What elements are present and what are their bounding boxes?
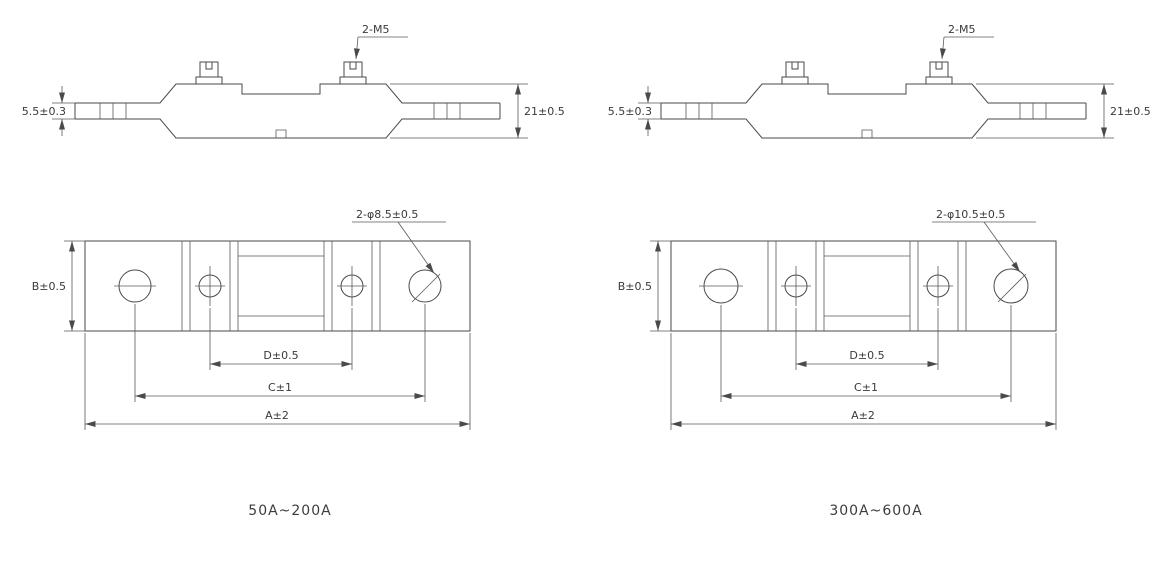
length-extension-lines (84, 333, 471, 430)
left-screw-hole-centerlines (195, 266, 225, 306)
right-screw (339, 61, 367, 84)
screw-spacing-label: D±0.5 (263, 349, 298, 362)
clamp-band-lines (181, 241, 381, 331)
thickness-dimension: 5.5±0.3 (22, 86, 75, 136)
screw-leader-line (939, 36, 946, 60)
length-dimension: A±2 (670, 333, 1057, 430)
profile-outline (74, 83, 501, 139)
width-extension-lines (650, 240, 671, 332)
shunt-side-view: 2-M5 5.5±0.3 21±0.5 (22, 23, 565, 139)
right-hole-slash (411, 273, 441, 303)
screw-leader: 2-M5 (353, 23, 408, 60)
width-extension-lines (64, 240, 85, 332)
shunt-technical-drawing: 2-M5 5.5±0.3 21±0.5 (22, 23, 565, 430)
right-screw (925, 61, 953, 84)
blade-tick-marks (685, 103, 1047, 119)
screw-holes (781, 266, 953, 306)
hole-spacing-dimension: C±1 (134, 304, 426, 402)
hole-spacing-extension-lines (720, 305, 1012, 402)
mounting-holes (699, 268, 1029, 304)
hole-leader-line (983, 221, 1021, 273)
width-label: B±0.5 (32, 280, 66, 293)
shunt-plan-view: 2-φ10.5±0.5 B±0.5 D±0.5 C (618, 208, 1057, 430)
hole-leader: 2-φ8.5±0.5 (352, 208, 446, 274)
clamp-band-lines (767, 241, 967, 331)
panel-caption: 300A~600A (829, 503, 923, 519)
shunt-panel-50a-200a: 2-M5 5.5±0.3 21±0.5 (10, 6, 570, 519)
right-hole-slash (997, 273, 1027, 303)
length-dimension: A±2 (84, 333, 471, 430)
width-label: B±0.5 (618, 280, 652, 293)
drawing-sheet: 2-M5 5.5±0.3 21±0.5 (10, 6, 1156, 519)
screw-leader: 2-M5 (939, 23, 994, 60)
body-height-label: 21±0.5 (524, 105, 565, 118)
bottom-notch (275, 129, 287, 138)
blade-thickness-label: 5.5±0.3 (608, 105, 652, 118)
length-extension-lines (670, 333, 1057, 430)
blade-thickness-label: 5.5±0.3 (22, 105, 66, 118)
left-screw (195, 61, 223, 84)
plan-rectangle (84, 240, 471, 332)
screw-spacing-extension-lines (795, 308, 939, 370)
width-dimension: B±0.5 (618, 240, 671, 332)
hole-spacing-extension-lines (134, 304, 426, 402)
shunt-technical-drawing: 2-M5 5.5±0.3 21±0.5 (608, 23, 1151, 430)
shunt-panel-300a-600a: 2-M5 5.5±0.3 21±0.5 (596, 6, 1156, 519)
screw-spacing-extension-lines (209, 308, 353, 370)
hole-spacing-label: C±1 (854, 381, 878, 394)
blade-tick-marks (99, 103, 461, 119)
hole-spacing-label: C±1 (268, 381, 292, 394)
strip-lines (238, 255, 324, 317)
mounting-holes (114, 269, 442, 303)
side-profile (660, 83, 1087, 139)
right-mounting-hole (993, 268, 1029, 304)
screw-leader-line (353, 36, 360, 60)
plan-outline (84, 240, 471, 332)
height-extension-lines (976, 83, 1114, 139)
screw-spacing-dimension: D±0.5 (795, 308, 939, 370)
height-dimension: 21±0.5 (976, 83, 1151, 139)
screw-holes (195, 266, 367, 306)
width-dimension: B±0.5 (32, 240, 85, 332)
length-label: A±2 (265, 409, 289, 422)
terminal-screws (195, 61, 367, 84)
strip-lines (824, 255, 910, 317)
length-label: A±2 (851, 409, 875, 422)
left-screw (781, 61, 809, 84)
hole-leader-line (397, 221, 435, 274)
screw-count-label: 2-M5 (362, 23, 389, 36)
right-mounting-hole (408, 269, 442, 303)
height-dimension: 21±0.5 (390, 83, 565, 139)
plan-rectangle (670, 240, 1057, 332)
plan-outline (670, 240, 1057, 332)
screw-spacing-label: D±0.5 (849, 349, 884, 362)
shunt-side-view: 2-M5 5.5±0.3 21±0.5 (608, 23, 1151, 139)
hole-spacing-dimension: C±1 (720, 305, 1012, 402)
profile-outline (660, 83, 1087, 139)
screw-count-label: 2-M5 (948, 23, 975, 36)
height-extension-lines (390, 83, 528, 139)
body-height-label: 21±0.5 (1110, 105, 1151, 118)
left-screw-hole-centerlines (781, 266, 811, 306)
screw-spacing-dimension: D±0.5 (209, 308, 353, 370)
hole-leader: 2-φ10.5±0.5 (932, 208, 1036, 273)
panel-caption: 50A~200A (248, 503, 332, 519)
hole-size-label: 2-φ10.5±0.5 (936, 208, 1005, 221)
right-screw-hole-centerlines (337, 266, 367, 306)
terminal-screws (781, 61, 953, 84)
hole-size-label: 2-φ8.5±0.5 (356, 208, 418, 221)
bottom-notch (861, 129, 873, 138)
right-screw-hole-centerlines (923, 266, 953, 306)
side-profile (74, 83, 501, 139)
thickness-dimension: 5.5±0.3 (608, 86, 661, 136)
shunt-plan-view: 2-φ8.5±0.5 B±0.5 D±0.5 C± (32, 208, 471, 430)
